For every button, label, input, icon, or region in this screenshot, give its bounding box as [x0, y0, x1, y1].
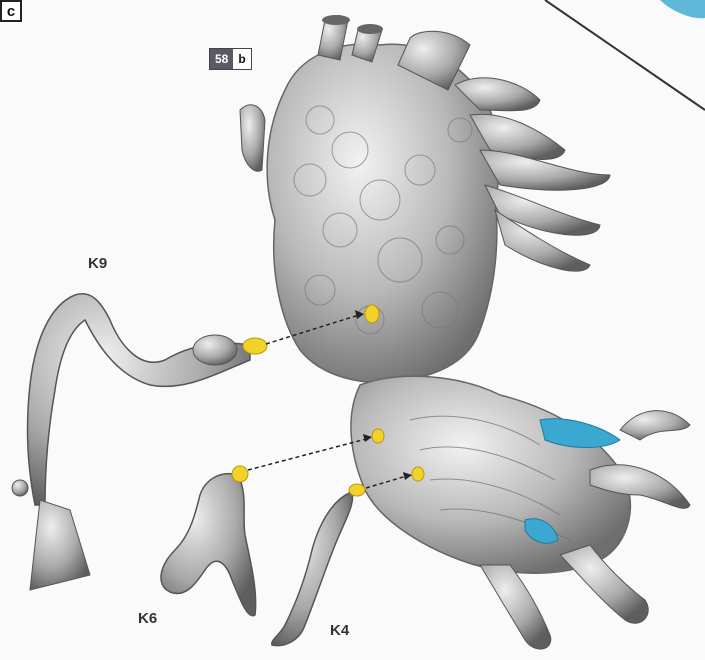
k6-claw [161, 474, 256, 616]
upper-body [240, 15, 610, 382]
accent-fragment [660, 0, 705, 18]
label-k6: K6 [138, 610, 157, 627]
step-number: 58 [210, 49, 233, 69]
panel-letter: c [0, 0, 22, 22]
label-k4: K4 [330, 622, 349, 639]
step-letter: b [233, 49, 250, 69]
lower-body [351, 376, 690, 649]
step-badge: 58 b [209, 48, 252, 70]
label-k9: K9 [88, 255, 107, 272]
divider-line [545, 0, 705, 110]
